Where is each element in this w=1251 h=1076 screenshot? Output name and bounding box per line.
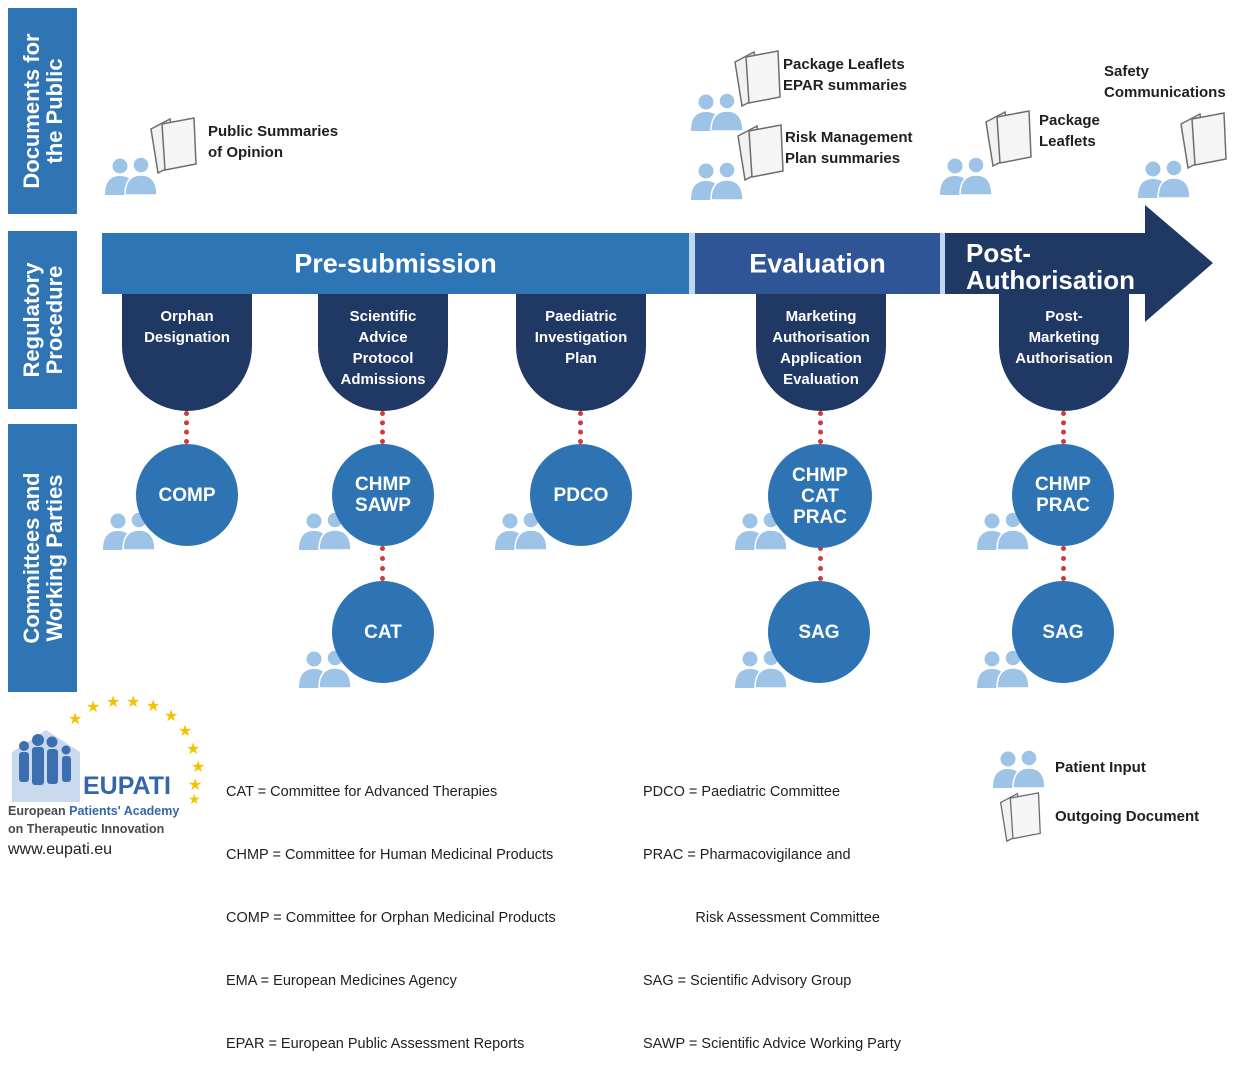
committee-cat: CAT bbox=[332, 581, 434, 683]
document-icon bbox=[1178, 110, 1228, 172]
stage-maa-evaluation: Marketing Authorisation Application Eval… bbox=[756, 294, 886, 411]
phase-divider bbox=[940, 233, 945, 294]
svg-text:★: ★ bbox=[164, 706, 178, 725]
svg-text:★: ★ bbox=[186, 739, 200, 758]
svg-text:★: ★ bbox=[178, 721, 192, 740]
connector bbox=[380, 546, 385, 581]
row-label-documents: Documents for the Public bbox=[8, 8, 77, 214]
phase-divider bbox=[689, 233, 695, 294]
phase-presubmission: Pre-submission bbox=[102, 233, 689, 294]
document-icon bbox=[998, 790, 1042, 845]
connector bbox=[818, 411, 823, 444]
connector bbox=[184, 411, 189, 444]
committee-pdco: PDCO bbox=[530, 444, 632, 546]
svg-text:★: ★ bbox=[86, 697, 100, 716]
legend-item: CHMP = Committee for Human Medicinal Pro… bbox=[226, 847, 554, 863]
legend-item: SAWP = Scientific Advice Working Party bbox=[643, 1036, 902, 1052]
phase-arrow bbox=[945, 205, 1213, 322]
legend-item: EMA = European Medicines Agency bbox=[226, 973, 457, 989]
svg-text:★: ★ bbox=[191, 757, 205, 776]
stage-post-marketing: Post- Marketing Authorisation bbox=[999, 294, 1129, 411]
document-icon bbox=[983, 108, 1033, 170]
doc-safety-communications: Safety Communications bbox=[1104, 63, 1226, 101]
phase-postauthorisation: Post- Authorisation bbox=[966, 238, 1135, 295]
row-label-regulatory: Regulatory Procedure bbox=[8, 231, 77, 409]
doc-package-epar: Package Leaflets EPAR summaries bbox=[783, 56, 907, 94]
eupati-tagline-1: European Patients' Academy bbox=[8, 804, 179, 818]
stage-scientific-advice: Scientific Advice Protocol Admissions bbox=[318, 294, 448, 411]
svg-text:★: ★ bbox=[188, 775, 202, 794]
eupati-tagline-1b: Patients' Academy bbox=[69, 804, 180, 818]
connector bbox=[1061, 411, 1066, 444]
eupati-logo-name: EUPATI bbox=[83, 772, 171, 800]
doc-package-leaflets: Package Leaflets bbox=[1039, 112, 1100, 150]
committee-chmp-cat-prac: CHMP CAT PRAC bbox=[768, 444, 872, 548]
svg-text:★: ★ bbox=[146, 696, 160, 715]
document-icon bbox=[735, 122, 785, 184]
committee-sag: SAG bbox=[1012, 581, 1114, 683]
committee-comp: COMP bbox=[136, 444, 238, 546]
connector bbox=[578, 411, 583, 444]
row-label-committees: Committees and Working Parties bbox=[8, 424, 77, 692]
committee-chmp-prac: CHMP PRAC bbox=[1012, 444, 1114, 546]
key-outgoing-document: Outgoing Document bbox=[1055, 808, 1200, 825]
legend-item: PDCO = Paediatric Committee bbox=[643, 784, 841, 800]
eupati-logo-graphic: ★ ★ ★ ★ ★ ★ ★ ★ ★ ★ ★ bbox=[12, 694, 205, 806]
stage-paediatric-plan: Paediatric Investigation Plan bbox=[516, 294, 646, 411]
eupati-tagline-2: on Therapeutic Innovation bbox=[8, 822, 165, 836]
svg-text:★: ★ bbox=[126, 694, 140, 711]
eupati-url: www.eupati.eu bbox=[8, 841, 113, 858]
legend-item: CAT = Committee for Advanced Therapies bbox=[226, 784, 498, 800]
connector bbox=[380, 411, 385, 444]
svg-text:★: ★ bbox=[188, 792, 201, 806]
doc-rmp-summaries: Risk Management Plan summaries bbox=[785, 129, 913, 167]
legend-item: COMP = Committee for Orphan Medicinal Pr… bbox=[226, 910, 556, 926]
connector bbox=[1061, 546, 1066, 581]
document-icon bbox=[732, 48, 782, 110]
committee-sag: SAG bbox=[768, 581, 870, 683]
stage-orphan-designation: Orphan Designation bbox=[122, 294, 252, 411]
legend-item: EPAR = European Public Assessment Report… bbox=[226, 1036, 525, 1052]
svg-text:★: ★ bbox=[106, 694, 120, 711]
committee-chmp-sawp: CHMP SAWP bbox=[332, 444, 434, 546]
legend-right: PDCO = Paediatric Committee PRAC = Pharm… bbox=[643, 740, 901, 1076]
legend-item: PRAC = Pharmacovigilance and bbox=[643, 847, 851, 863]
eupati-tagline-1a: European bbox=[8, 804, 70, 818]
svg-text:★: ★ bbox=[68, 709, 82, 728]
document-icon bbox=[148, 115, 198, 177]
patient-icon bbox=[990, 748, 1050, 788]
connector bbox=[818, 546, 823, 581]
key-patient-input: Patient Input bbox=[1055, 759, 1146, 776]
phase-evaluation: Evaluation bbox=[695, 233, 940, 294]
doc-public-summaries: Public Summaries of Opinion bbox=[208, 123, 339, 161]
legend-left: CAT = Committee for Advanced Therapies C… bbox=[226, 740, 556, 1076]
legend-item: Risk Assessment Committee bbox=[643, 910, 880, 926]
legend-item: SAG = Scientific Advisory Group bbox=[643, 973, 852, 989]
